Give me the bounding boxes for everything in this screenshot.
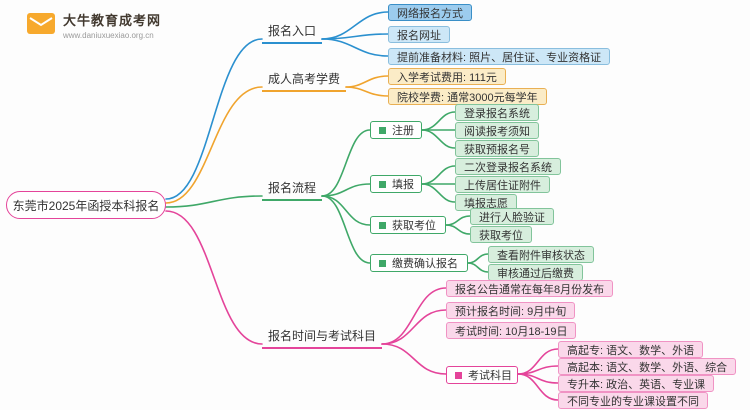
site-logo: 大牛教育成考网 www.daniuxuexiao.org.cn — [26, 10, 161, 41]
subjects-node[interactable]: 考试科目 — [446, 366, 518, 384]
step-pay-label: 缴费确认报名 — [392, 258, 458, 270]
entry-materials-node[interactable]: 提前准备材料: 照片、居住证、专业资格证 — [388, 48, 611, 65]
step-register-node[interactable]: 注册 — [370, 121, 422, 139]
connector-process-step1 — [321, 183, 371, 197]
subject-note-node[interactable]: 不同专业的专业课设置不同 — [558, 392, 708, 409]
register-notice-node[interactable]: 阅读报考须知 — [455, 122, 539, 139]
logo-url: www.daniuxuexiao.org.cn — [63, 31, 154, 40]
branch-process-label[interactable]: 报名流程 — [262, 179, 322, 201]
fill-upload-node[interactable]: 上传居住证附件 — [455, 176, 550, 193]
connector-root-entry — [165, 38, 263, 200]
node-bullet-icon — [379, 180, 386, 188]
subject-gaoqiben-node[interactable]: 高起本: 语文、数学、外语、综合 — [558, 358, 737, 375]
connector-step3-1 — [467, 262, 489, 273]
node-bullet-icon — [379, 221, 386, 229]
logo-title: 大牛教育成考网 — [63, 13, 162, 28]
connector-subjects-1 — [517, 365, 559, 375]
connector-step1-2 — [421, 183, 456, 203]
pay-after-node[interactable]: 审核通过后缴费 — [488, 264, 583, 281]
step-fill-label: 填报 — [392, 179, 414, 191]
entry-url-node[interactable]: 报名网址 — [388, 26, 450, 43]
branch-schedule-label[interactable]: 报名时间与考试科目 — [262, 327, 382, 349]
connector-step1-0 — [421, 165, 456, 185]
register-login-node[interactable]: 登录报名系统 — [455, 104, 539, 121]
connector-subjects-3 — [517, 373, 559, 401]
subjects-label: 考试科目 — [468, 370, 512, 382]
logo-icon — [26, 10, 56, 41]
node-bullet-icon — [455, 371, 462, 379]
connector-root-schedule — [165, 210, 263, 345]
connector-schedule-1 — [381, 309, 447, 345]
seat-face-node[interactable]: 进行人脸验证 — [470, 208, 554, 225]
announce-node[interactable]: 报名公告通常在每年8月份发布 — [446, 280, 614, 297]
root-node[interactable]: 东莞市2025年函授本科报名 — [6, 191, 166, 219]
seat-get-node[interactable]: 获取考位 — [470, 226, 532, 243]
connector-step2-1 — [445, 224, 471, 235]
step-register-label: 注册 — [392, 125, 414, 137]
connector-root-process — [165, 195, 263, 208]
branch-entry-label[interactable]: 报名入口 — [262, 22, 322, 44]
exam-fee-node[interactable]: 入学考试费用: 111元 — [388, 68, 506, 85]
connector-entry-0 — [321, 11, 389, 40]
subject-gaoqizhuan-node[interactable]: 高起专: 语文、数学、外语 — [558, 341, 704, 358]
connector-process-step2 — [321, 195, 371, 226]
step-fill-node[interactable]: 填报 — [370, 175, 422, 193]
connector-process-step0 — [321, 129, 371, 197]
branch-tuition-label[interactable]: 成人高考学费 — [262, 70, 346, 92]
step-pay-node[interactable]: 缴费确认报名 — [370, 254, 468, 272]
connector-entry-1 — [321, 33, 389, 40]
step-seat-label: 获取考位 — [392, 220, 436, 232]
node-bullet-icon — [379, 126, 386, 134]
tuition-fee-node[interactable]: 院校学费: 通常3000元每学年 — [388, 88, 547, 105]
connector-step3-0 — [467, 253, 489, 264]
node-bullet-icon — [379, 259, 386, 267]
connector-step0-2 — [421, 129, 456, 149]
entry-method-node[interactable]: 网络报名方式 — [388, 4, 472, 21]
connector-entry-2 — [321, 38, 389, 57]
connector-step0-0 — [421, 111, 456, 131]
step-seat-node[interactable]: 获取考位 — [370, 216, 446, 234]
connector-subjects-2 — [517, 373, 559, 384]
connector-tuition-1 — [345, 86, 389, 97]
fill-relogin-node[interactable]: 二次登录报名系统 — [455, 158, 561, 175]
connector-schedule-2 — [381, 343, 447, 375]
signup-time-node[interactable]: 预计报名时间: 9月中旬 — [446, 302, 576, 319]
exam-time-node[interactable]: 考试时间: 10月18-19日 — [446, 322, 577, 339]
connector-process-step3 — [321, 195, 371, 264]
pay-review-node[interactable]: 查看附件审核状态 — [488, 246, 594, 263]
connector-subjects-0 — [517, 348, 559, 375]
connector-step2-0 — [445, 215, 471, 226]
connector-tuition-0 — [345, 75, 389, 88]
register-number-node[interactable]: 获取预报名号 — [455, 140, 539, 157]
connector-root-tuition — [165, 86, 263, 204]
connector-schedule-0 — [381, 287, 447, 345]
subject-zhuanshengben-node[interactable]: 专升本: 政治、英语、专业课 — [558, 375, 715, 392]
